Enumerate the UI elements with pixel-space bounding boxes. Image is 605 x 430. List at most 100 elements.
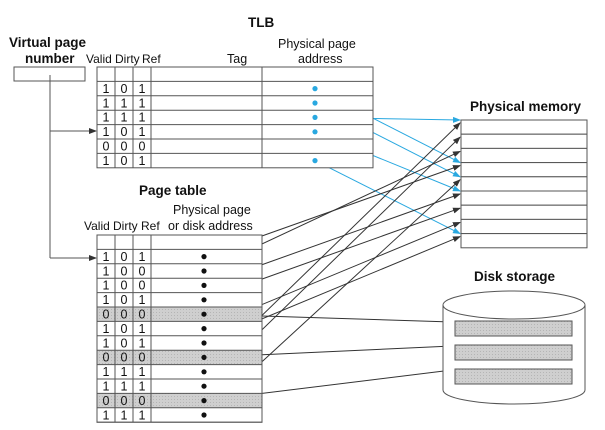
pt-cell-dirty: 0 bbox=[121, 308, 128, 322]
pt-cell-ref: 1 bbox=[139, 336, 146, 350]
disk-block bbox=[454, 368, 573, 385]
pt-header-addr-line1: Physical page bbox=[173, 203, 251, 217]
pt-cell-valid: 0 bbox=[103, 308, 110, 322]
vpn-label-line1: Virtual page bbox=[9, 35, 87, 50]
pt-cell-valid: 0 bbox=[103, 351, 110, 365]
virtual-page-number: Virtual page number bbox=[9, 35, 97, 261]
tlb-cell-ref: 1 bbox=[139, 111, 146, 125]
vpn-label-line2: number bbox=[25, 51, 75, 66]
pt-header-valid: Valid bbox=[84, 219, 110, 233]
tlb-cell-dirty: 0 bbox=[121, 154, 128, 168]
pt-cell-valid: 1 bbox=[103, 264, 110, 278]
tlb-header-ppa-line1: Physical page bbox=[278, 37, 356, 51]
tlb-mapping-arrow bbox=[314, 160, 461, 235]
pt-address-dot bbox=[201, 254, 207, 260]
pt-cell-valid: 1 bbox=[103, 322, 110, 336]
tlb-cell-valid: 0 bbox=[103, 140, 110, 154]
tlb-title: TLB bbox=[248, 15, 274, 30]
tlb-cell-valid: 1 bbox=[103, 111, 110, 125]
pt-cell-valid: 1 bbox=[103, 279, 110, 293]
pt-cell-valid: 1 bbox=[103, 365, 110, 379]
invalid-row-shading bbox=[97, 350, 262, 365]
invalid-row-shading bbox=[97, 307, 262, 322]
pt-cell-valid: 1 bbox=[103, 336, 110, 350]
pt-cell-ref: 0 bbox=[139, 308, 146, 322]
pt-cell-ref: 1 bbox=[139, 365, 146, 379]
pt-cell-dirty: 0 bbox=[121, 322, 128, 336]
pt-cell-valid: 1 bbox=[103, 408, 110, 422]
pt-cell-valid: 0 bbox=[103, 394, 110, 408]
tlb-cell-dirty: 0 bbox=[121, 140, 128, 154]
tlb-cell-dirty: 0 bbox=[121, 125, 128, 139]
pt-cell-ref: 0 bbox=[139, 394, 146, 408]
pt-address-dot bbox=[201, 383, 207, 389]
pt-cell-dirty: 0 bbox=[121, 279, 128, 293]
tlb-table-border bbox=[96, 66, 374, 169]
pt-address-dot bbox=[201, 326, 207, 332]
memory-frame bbox=[460, 147, 588, 164]
pt-header-dirty: Dirty bbox=[113, 219, 138, 233]
memory-frame bbox=[460, 133, 588, 149]
pt-cell-dirty: 1 bbox=[121, 365, 128, 379]
pt-cell-valid: 1 bbox=[103, 380, 110, 394]
tlb-header-ref: Ref bbox=[142, 52, 161, 66]
tlb-header-ppa-line2: address bbox=[298, 52, 342, 66]
pt-cell-ref: 1 bbox=[139, 380, 146, 394]
tlb-cell-valid: 1 bbox=[103, 96, 110, 110]
tlb-address-dot bbox=[312, 129, 318, 135]
memory-frame bbox=[460, 190, 588, 206]
pt-address-dot bbox=[201, 268, 207, 274]
memory-frame bbox=[460, 119, 588, 135]
pt-cell-valid: 1 bbox=[103, 293, 110, 307]
pt-header-addr-line2: or disk address bbox=[168, 219, 253, 233]
tlb-address-dot bbox=[312, 158, 318, 164]
tlb-address-dot bbox=[312, 86, 318, 92]
pt-cell-valid: 1 bbox=[103, 250, 110, 264]
pt-cell-dirty: 0 bbox=[121, 351, 128, 365]
disk-block bbox=[454, 344, 573, 361]
pt-address-dot bbox=[201, 398, 207, 404]
invalid-row-shading bbox=[97, 393, 262, 408]
memory-frame bbox=[460, 176, 588, 192]
tlb-cell-dirty: 1 bbox=[121, 96, 128, 110]
pt-address-dot bbox=[201, 354, 207, 360]
pt-address-dot bbox=[201, 412, 207, 418]
tlb-cell-ref: 0 bbox=[139, 140, 146, 154]
tlb: TLB Valid Dirty Ref Tag Physical page ad… bbox=[86, 15, 374, 169]
tlb-cell-ref: 1 bbox=[139, 82, 146, 96]
tlb-cell-valid: 1 bbox=[103, 82, 110, 96]
tlb-cell-dirty: 0 bbox=[121, 82, 128, 96]
pt-cell-ref: 0 bbox=[139, 279, 146, 293]
tlb-header-valid: Valid bbox=[86, 52, 112, 66]
pt-header-ref: Ref bbox=[141, 219, 160, 233]
pt-address-dot bbox=[201, 340, 207, 346]
memory-frame bbox=[460, 204, 588, 220]
pt-cell-ref: 0 bbox=[139, 351, 146, 365]
pt-address-dot bbox=[201, 369, 207, 375]
tlb-address-dot bbox=[312, 114, 318, 120]
tlb-cell-ref: 1 bbox=[139, 154, 146, 168]
pt-cell-ref: 1 bbox=[139, 293, 146, 307]
pt-cell-ref: 1 bbox=[139, 250, 146, 264]
pt-cell-dirty: 0 bbox=[121, 250, 128, 264]
tlb-header-tag: Tag bbox=[227, 52, 247, 66]
pt-cell-dirty: 1 bbox=[121, 408, 128, 422]
pt-cell-dirty: 0 bbox=[121, 293, 128, 307]
disk-block bbox=[454, 320, 573, 337]
physical-memory: Physical memory bbox=[460, 99, 588, 249]
pt-cell-ref: 1 bbox=[139, 408, 146, 422]
disk-cylinder-top bbox=[442, 290, 586, 320]
tlb-cell-dirty: 1 bbox=[121, 111, 128, 125]
tlb-cell-valid: 1 bbox=[103, 125, 110, 139]
disk-storage: Disk storage bbox=[442, 269, 586, 405]
memory-frame bbox=[460, 233, 588, 249]
page-table: Page table Valid Dirty Ref Physical page… bbox=[84, 183, 263, 423]
pt-cell-dirty: 1 bbox=[121, 380, 128, 394]
physical-memory-title: Physical memory bbox=[470, 99, 582, 114]
tlb-cell-ref: 1 bbox=[139, 125, 146, 139]
tlb-cell-ref: 1 bbox=[139, 96, 146, 110]
memory-frame bbox=[460, 162, 588, 178]
page-table-title: Page table bbox=[139, 183, 207, 198]
pt-cell-dirty: 0 bbox=[121, 264, 128, 278]
